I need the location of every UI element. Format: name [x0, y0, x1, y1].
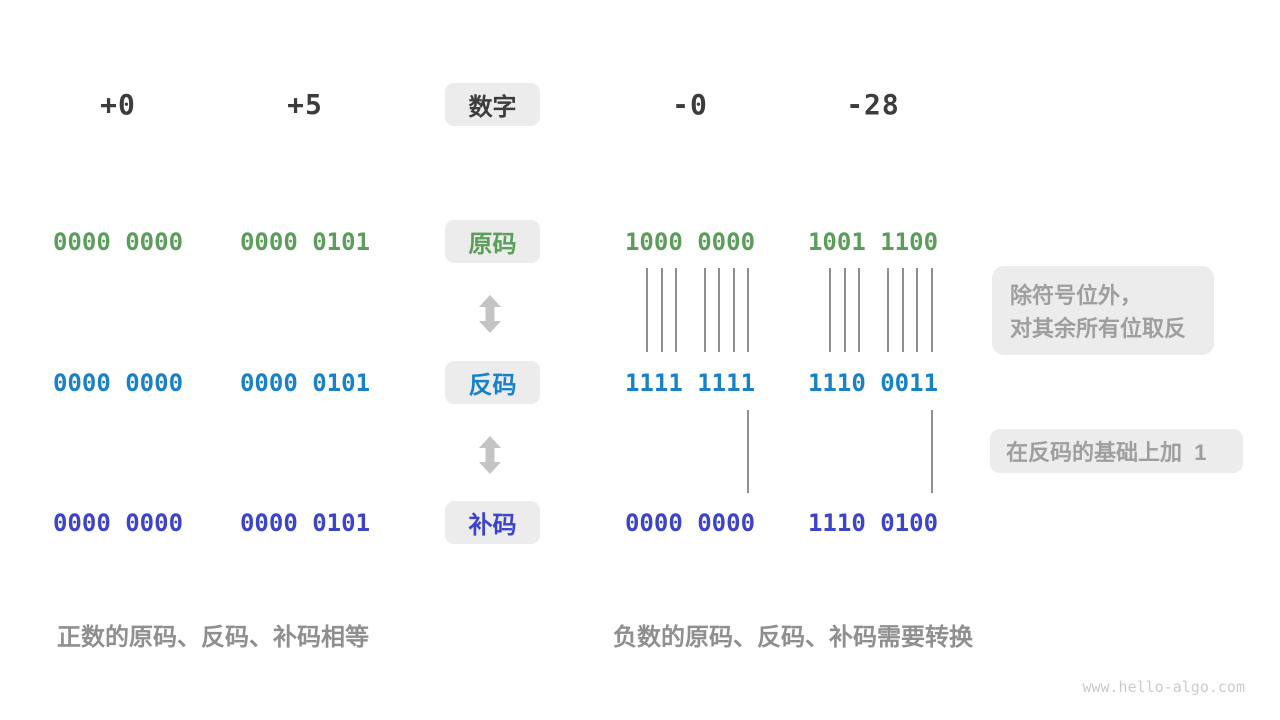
sign-magnitude-label: 原码: [468, 231, 517, 258]
digit-label-pill: 数字: [445, 83, 540, 126]
column-header-minus-0: -0: [672, 88, 708, 121]
twos-complement-minus0: 0000 0000: [624, 509, 756, 537]
ones-complement-plus0: 0000 0000: [52, 369, 184, 397]
invert-note-line2: 对其余所有位取反: [1010, 316, 1187, 341]
bit-invert-line: [718, 268, 720, 352]
bit-invert-line: [844, 268, 846, 352]
bit-invert-line: [858, 268, 860, 352]
site-watermark: www.hello-algo.com: [1082, 678, 1245, 696]
add-one-line: [931, 410, 933, 493]
bit-invert-line: [747, 268, 749, 352]
positive-numbers-caption: 正数的原码、反码、补码相等: [57, 624, 369, 651]
ones-complement-pill: 反码: [445, 361, 540, 404]
ones-complement-label: 反码: [468, 372, 517, 399]
bit-invert-line: [887, 268, 889, 352]
twos-complement-plus5: 0000 0101: [239, 509, 371, 537]
column-header-plus-0: +0: [100, 88, 136, 121]
bit-invert-line: [902, 268, 904, 352]
negative-numbers-caption: 负数的原码、反码、补码需要转换: [613, 624, 973, 651]
convert-updown-arrow-icon: [477, 436, 503, 474]
invert-note-line1: 除符号位外，: [1010, 283, 1143, 308]
bit-invert-line: [916, 268, 918, 352]
ones-complement-minus28: 1110 0011: [807, 369, 939, 397]
bit-invert-line: [675, 268, 677, 352]
sign-magnitude-minus0: 1000 0000: [624, 228, 756, 256]
invert-note: 除符号位外， 对其余所有位取反: [992, 266, 1214, 355]
column-header-plus-5: +5: [287, 88, 323, 121]
twos-complement-pill: 补码: [445, 501, 540, 544]
bit-invert-line: [829, 268, 831, 352]
sign-magnitude-minus28: 1001 1100: [807, 228, 939, 256]
sign-magnitude-plus5: 0000 0101: [239, 228, 371, 256]
add-one-line: [747, 410, 749, 493]
convert-updown-arrow-icon: [477, 295, 503, 333]
sign-magnitude-plus0: 0000 0000: [52, 228, 184, 256]
bit-invert-line: [646, 268, 648, 352]
sign-magnitude-pill: 原码: [445, 220, 540, 263]
twos-complement-minus28: 1110 0100: [807, 509, 939, 537]
bit-invert-line: [733, 268, 735, 352]
bit-invert-line: [661, 268, 663, 352]
bit-invert-line: [931, 268, 933, 352]
column-header-minus-28: -28: [846, 88, 900, 121]
twos-complement-plus0: 0000 0000: [52, 509, 184, 537]
twos-complement-label: 补码: [468, 512, 517, 539]
bit-invert-line: [704, 268, 706, 352]
ones-complement-minus0: 1111 1111: [624, 369, 756, 397]
add-one-note: 在反码的基础上加 1: [990, 429, 1243, 473]
digit-label: 数字: [468, 94, 517, 121]
ones-complement-plus5: 0000 0101: [239, 369, 371, 397]
